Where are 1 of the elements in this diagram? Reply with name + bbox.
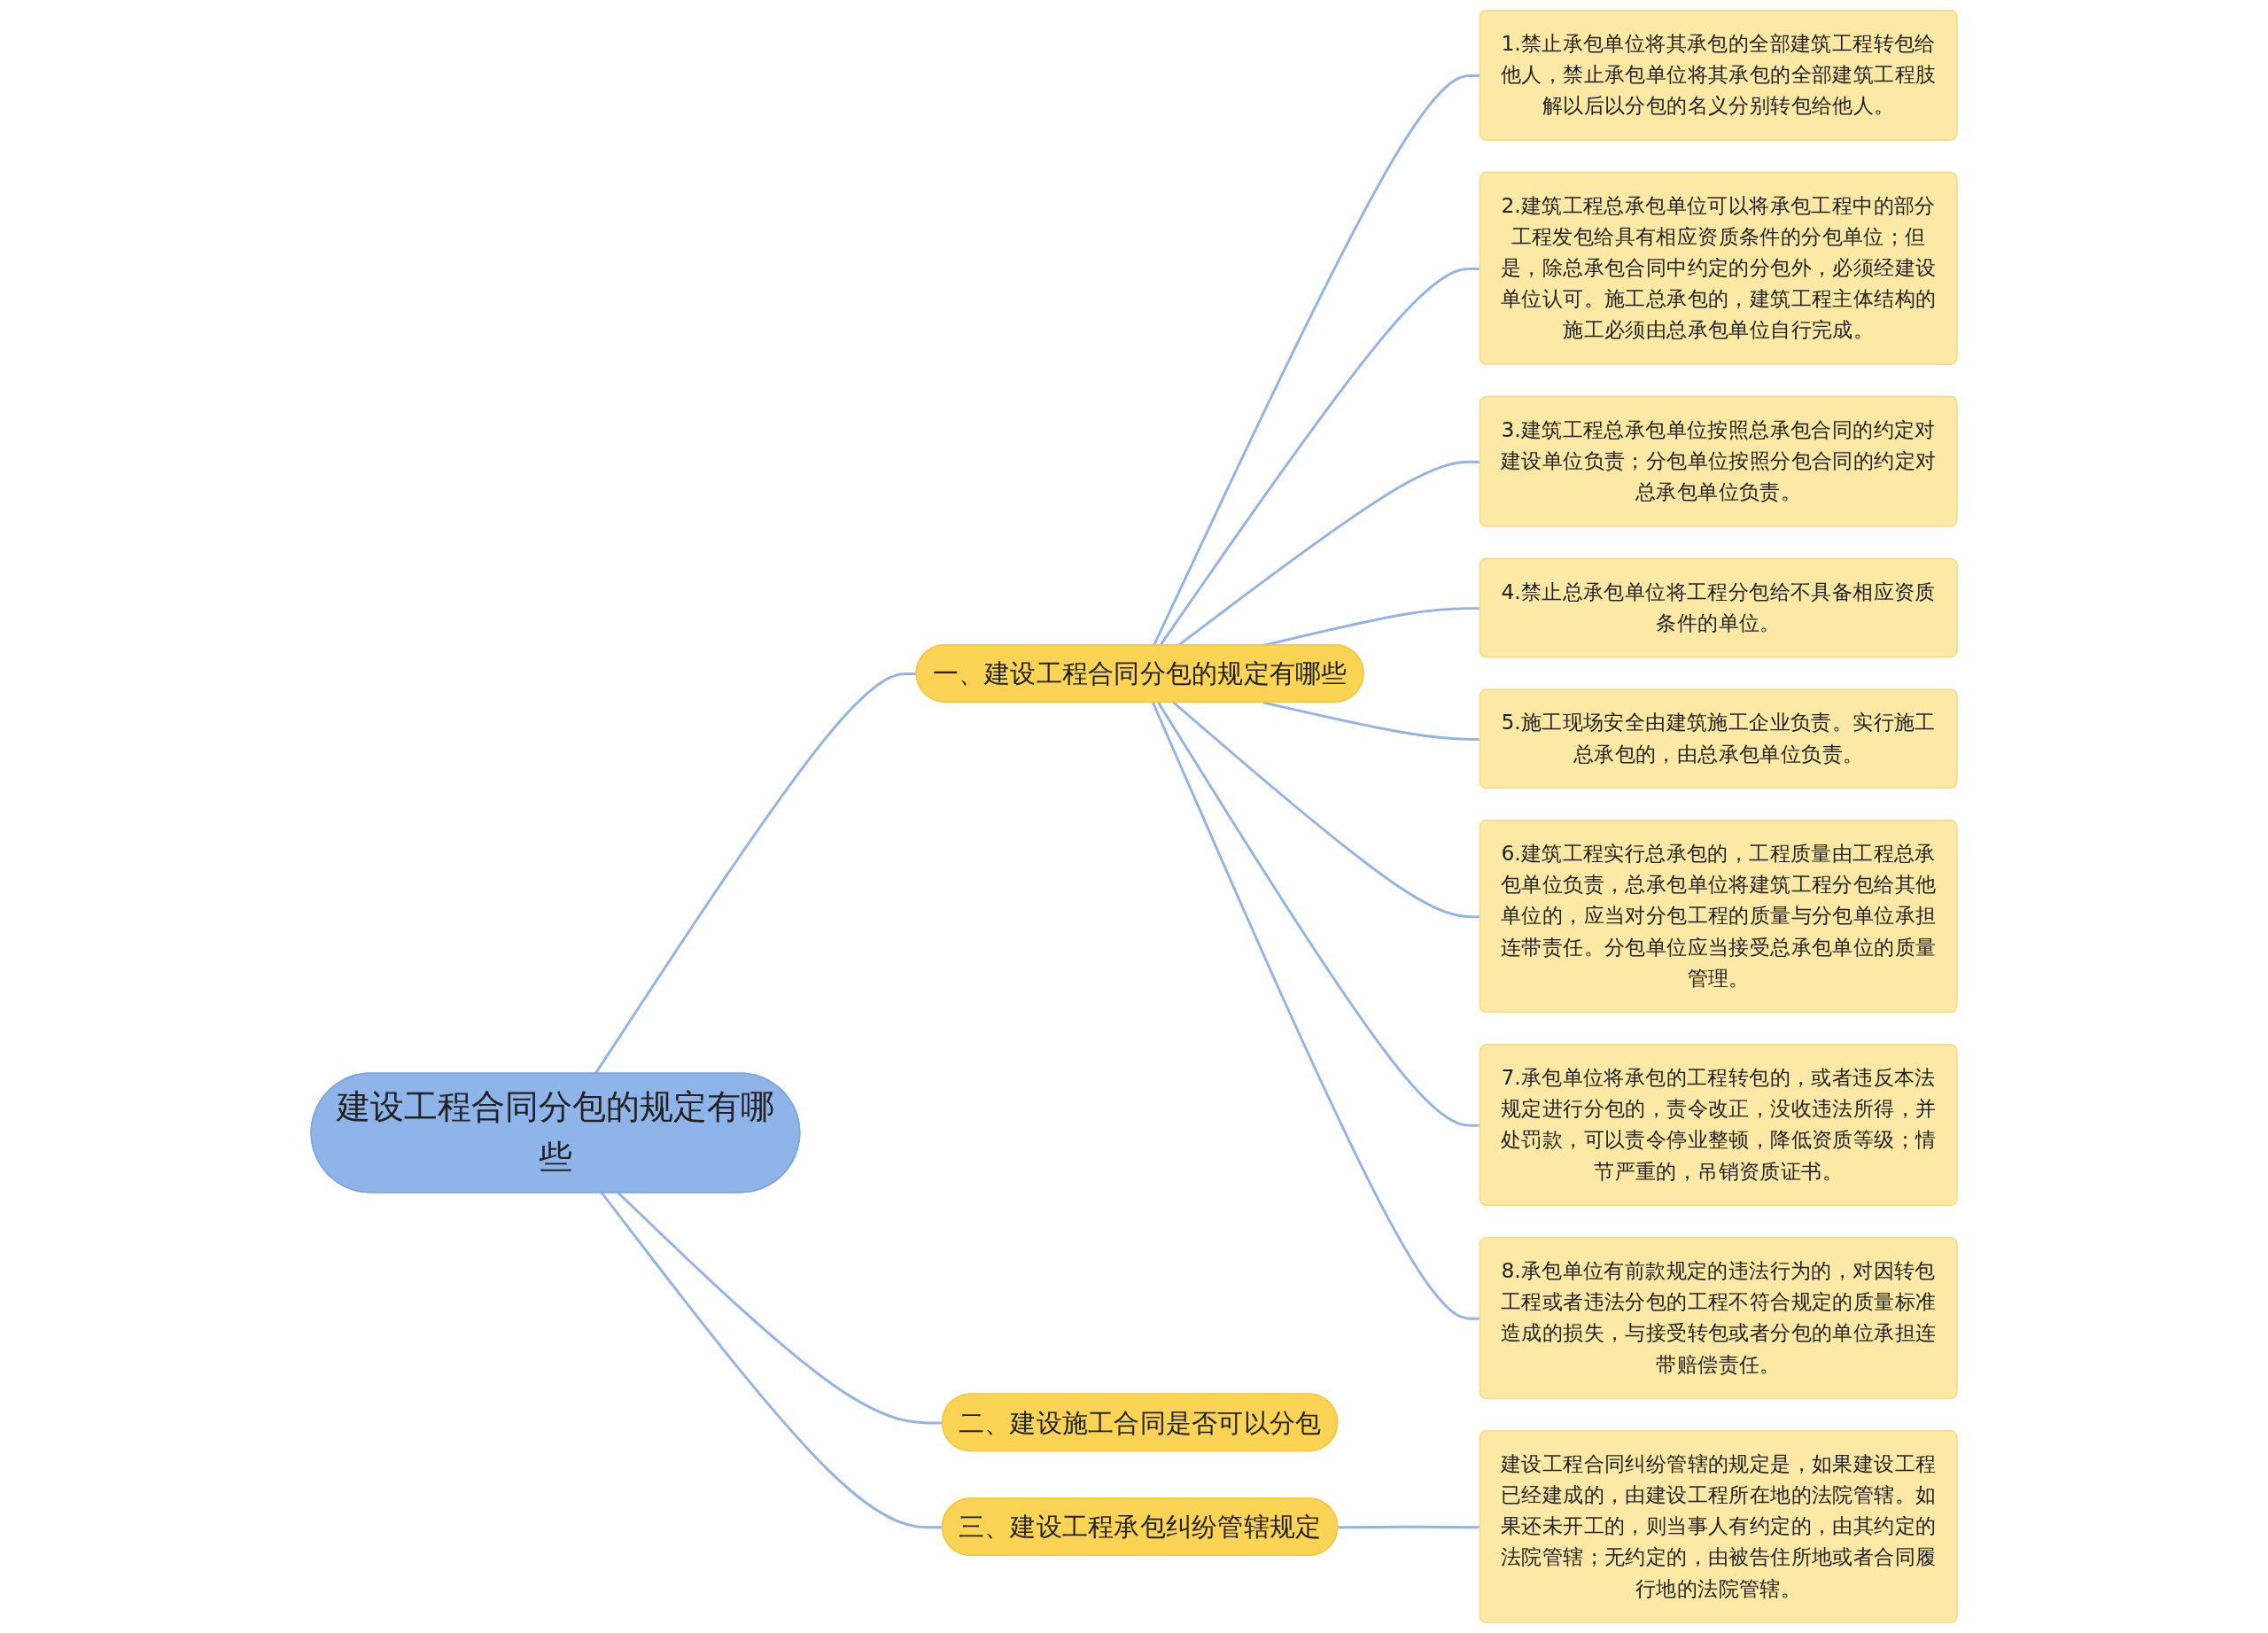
connector — [594, 673, 917, 1075]
